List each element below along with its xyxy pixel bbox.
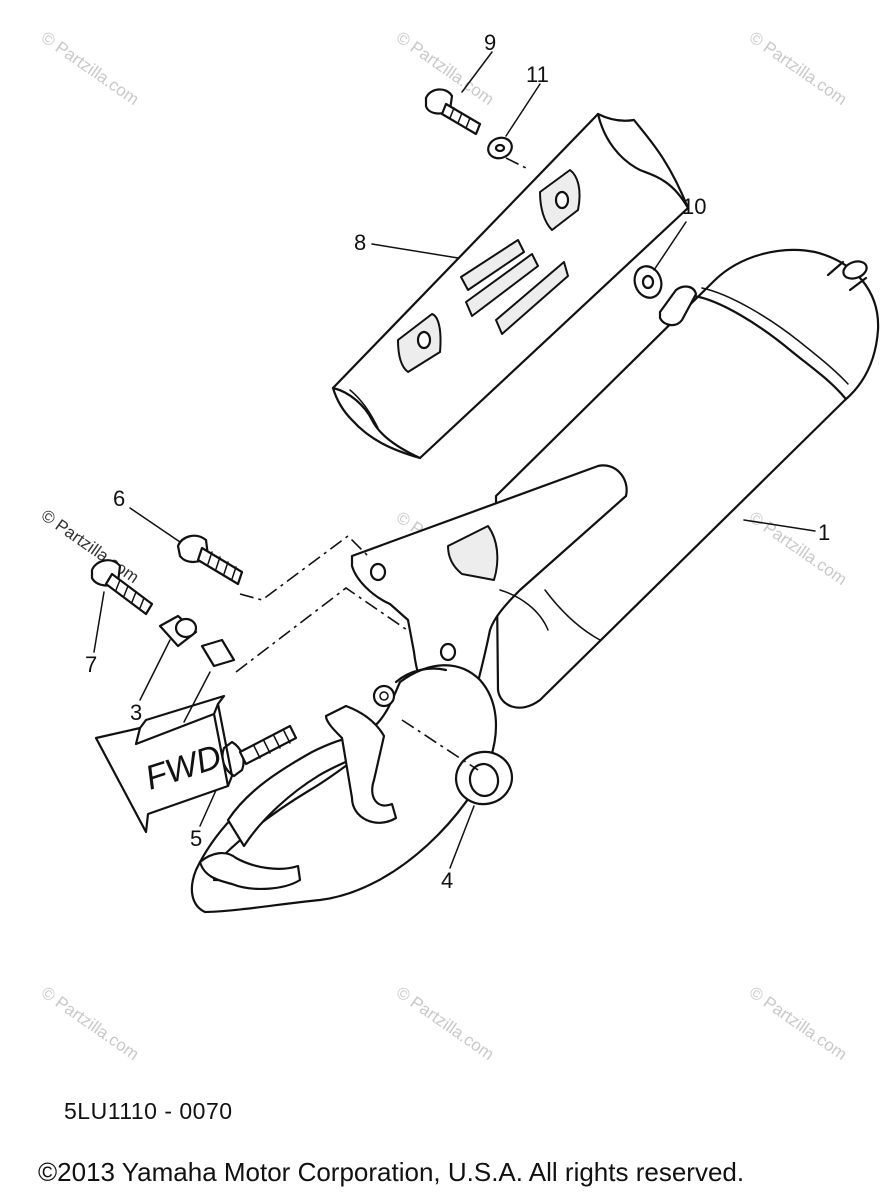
- washer-11: [487, 136, 513, 160]
- fwd-arrow: FWD: [94, 694, 234, 834]
- muffler-body: [494, 248, 880, 709]
- part-label-4: 4: [441, 868, 453, 893]
- bolt-protector: [424, 88, 482, 136]
- damper: [200, 638, 236, 668]
- copyright-notice: ©2013 Yamaha Motor Corporation, U.S.A. A…: [38, 1157, 745, 1187]
- watermark: © Partzilla.com: [38, 983, 143, 1064]
- bolt-bracket-lower: [90, 559, 154, 616]
- part-label-6: 6: [113, 486, 125, 511]
- diagram-reference-code: 5LU1110 - 0070: [64, 1098, 233, 1124]
- heat-protector: [331, 112, 690, 460]
- part-label-9: 9: [484, 30, 496, 55]
- muffler-bracket: [350, 464, 628, 714]
- watermark: © Partzilla.com: [746, 983, 851, 1064]
- watermark: © Partzilla.com: [393, 983, 498, 1064]
- part-label-1: 1: [818, 520, 830, 545]
- watermark: © Partzilla.com: [38, 506, 143, 587]
- leader-lines: [93, 51, 816, 869]
- part-label-10: 10: [682, 194, 706, 219]
- watermark: © Partzilla.com: [38, 28, 143, 109]
- part-labels: 1 2 3 4 5 6 7 8 9 10 11: [85, 30, 830, 893]
- exhaust-pipe: [190, 664, 498, 914]
- washer-10: [633, 265, 663, 299]
- part-label-11: 11: [526, 62, 549, 87]
- collar: [158, 614, 198, 648]
- part-label-5: 5: [190, 826, 202, 851]
- part-label-8: 8: [354, 230, 366, 255]
- part-label-7: 7: [85, 652, 97, 677]
- part-label-3: 3: [130, 700, 142, 725]
- bolt-bracket: [176, 534, 244, 586]
- assembly-lines: [235, 157, 527, 771]
- watermark: © Partzilla.com: [746, 28, 851, 109]
- watermark: © Partzilla.com: [746, 508, 851, 589]
